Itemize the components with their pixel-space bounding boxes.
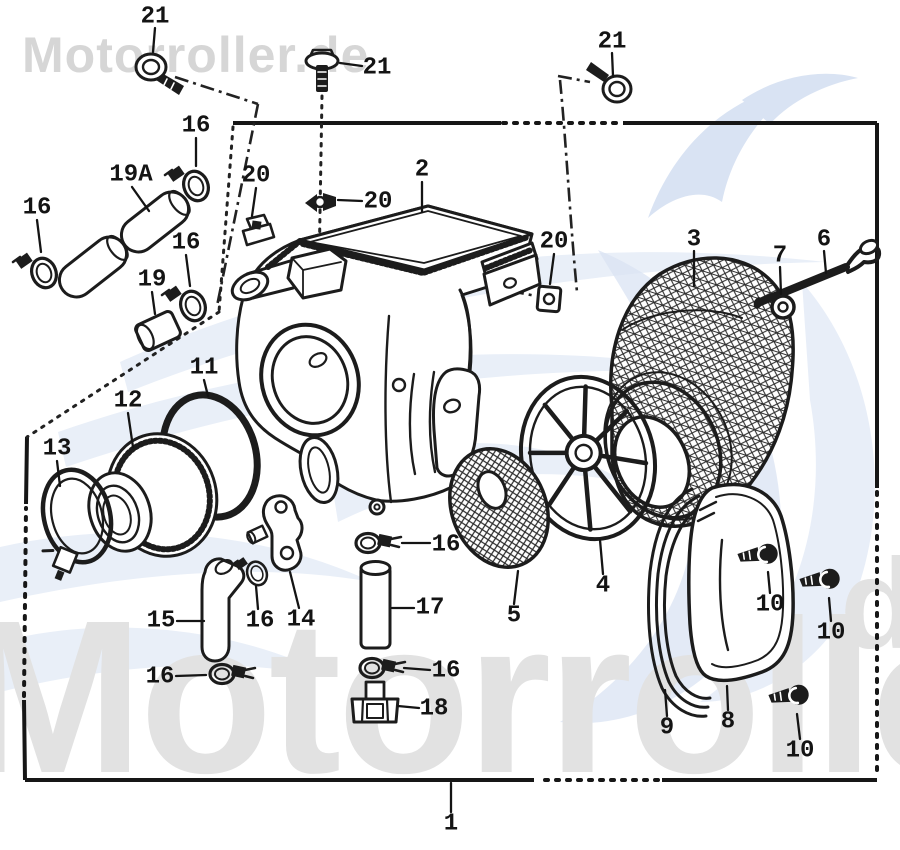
- callout-leader-line: [254, 584, 260, 611]
- part-21-bolt-drawing: [586, 62, 633, 104]
- callout-leader-line: [822, 249, 828, 275]
- callout-leader-line: [184, 253, 192, 288]
- part-5-mesh-disc-drawing: [448, 447, 550, 569]
- part-16-clamp-drawing: [354, 531, 403, 555]
- part-number-callout: 21: [363, 55, 392, 82]
- callout-leader-line: [610, 51, 615, 78]
- part-number-callout: 20: [364, 189, 393, 216]
- part-number-callout: 8: [721, 709, 735, 736]
- callout-leader-line: [827, 596, 833, 623]
- callout-leader-line: [288, 570, 301, 610]
- part-number-callout: 21: [598, 29, 627, 56]
- part-number-callout: 20: [540, 229, 569, 256]
- part-number-callout: 17: [416, 595, 445, 622]
- part-number-callout: 4: [596, 573, 610, 600]
- callout-leader-line: [402, 666, 432, 672]
- part-9-seal-ring-drawing: [647, 487, 712, 718]
- callout-leader-line: [396, 704, 421, 710]
- part-number-callout: 16: [182, 113, 211, 140]
- callout-leader-line: [766, 570, 772, 595]
- part-number-callout: 15: [147, 608, 176, 635]
- part-number-callout: 11: [190, 355, 219, 382]
- part-number-callout: 3: [687, 227, 701, 254]
- callout-leader-line: [126, 411, 135, 449]
- part-number-callout: 16: [432, 532, 461, 559]
- part-number-callout: 16: [246, 608, 275, 635]
- part-number-callout: 5: [507, 603, 521, 630]
- part-12-boot-drawing: [87, 432, 219, 558]
- part-21-bolt-drawing: [134, 52, 184, 95]
- callout-leader-line: [55, 459, 62, 488]
- part-14-bracket-drawing: [246, 494, 304, 572]
- part-number-callout: 6: [817, 227, 831, 254]
- callout-leader-line: [338, 61, 364, 68]
- part-number-callout: 9: [660, 715, 674, 742]
- part-number-callout: 21: [141, 4, 170, 31]
- diagram-frame: [22, 121, 879, 782]
- part-6-long-bolt-drawing: [753, 238, 882, 309]
- part-number-callout: 19A: [109, 162, 153, 189]
- part-number-callout: 12: [114, 388, 143, 415]
- callout-leader-line: [202, 378, 210, 398]
- part-number-callout: 16: [23, 195, 52, 222]
- callout-leader-line: [725, 684, 730, 712]
- part-number-callout: 1: [444, 811, 458, 838]
- part-number-callout: 10: [786, 738, 815, 765]
- callout-leader-line: [336, 198, 364, 203]
- part-number-callout: 20: [242, 163, 271, 190]
- callout-leader-line: [548, 252, 556, 286]
- part-number-callout: 10: [756, 592, 785, 619]
- part-19-sleeve-drawing: [134, 310, 182, 352]
- callout-leader-line: [174, 673, 208, 678]
- part-20-square-washer-drawing: [535, 284, 563, 314]
- callout-leader-line: [778, 265, 783, 296]
- part-number-callout: 7: [773, 243, 787, 270]
- part-number-callout: 10: [817, 620, 846, 647]
- callout-leader-line: [512, 569, 520, 606]
- part-number-callout: 14: [287, 607, 316, 634]
- part-16-clamp-drawing: [11, 251, 63, 293]
- part-4-filter-cage-drawing: [518, 374, 658, 542]
- part-18-cap-nut-drawing: [350, 680, 400, 724]
- part-number-callout: 18: [420, 696, 449, 723]
- part-13-band-clamp-drawing: [40, 467, 114, 581]
- part-17-tube-drawing: [359, 560, 392, 650]
- part-2-airbox-drawing: [230, 204, 542, 516]
- part-number-callout: 13: [43, 436, 72, 463]
- callout-leader-line: [151, 26, 157, 54]
- callout-leader-line: [663, 688, 669, 718]
- part-20-wing-clip-drawing: [305, 193, 336, 212]
- part-number-callout: 16: [432, 658, 461, 685]
- part-number-callout: 19: [138, 267, 167, 294]
- part-19a-hose-drawing: [57, 189, 191, 299]
- callout-leader-line: [250, 186, 258, 218]
- part-number-callout: 16: [172, 230, 201, 257]
- callout-leader-line: [795, 712, 802, 741]
- callout-leader-line: [130, 185, 151, 213]
- watermark-fragment: de: [840, 533, 900, 676]
- part-15-bent-hose-drawing: [200, 557, 246, 663]
- part-21-bolt-drawing: [304, 48, 340, 92]
- callout-leader-line: [35, 218, 43, 254]
- callout-leader-line: [598, 538, 605, 576]
- part-8-cover-drawing: [687, 482, 795, 683]
- callout-leader-line: [150, 290, 157, 316]
- part-number-callout: 2: [415, 157, 429, 184]
- part-number-callout: 16: [146, 664, 175, 691]
- part-20-rubber-mount-drawing: [241, 213, 276, 247]
